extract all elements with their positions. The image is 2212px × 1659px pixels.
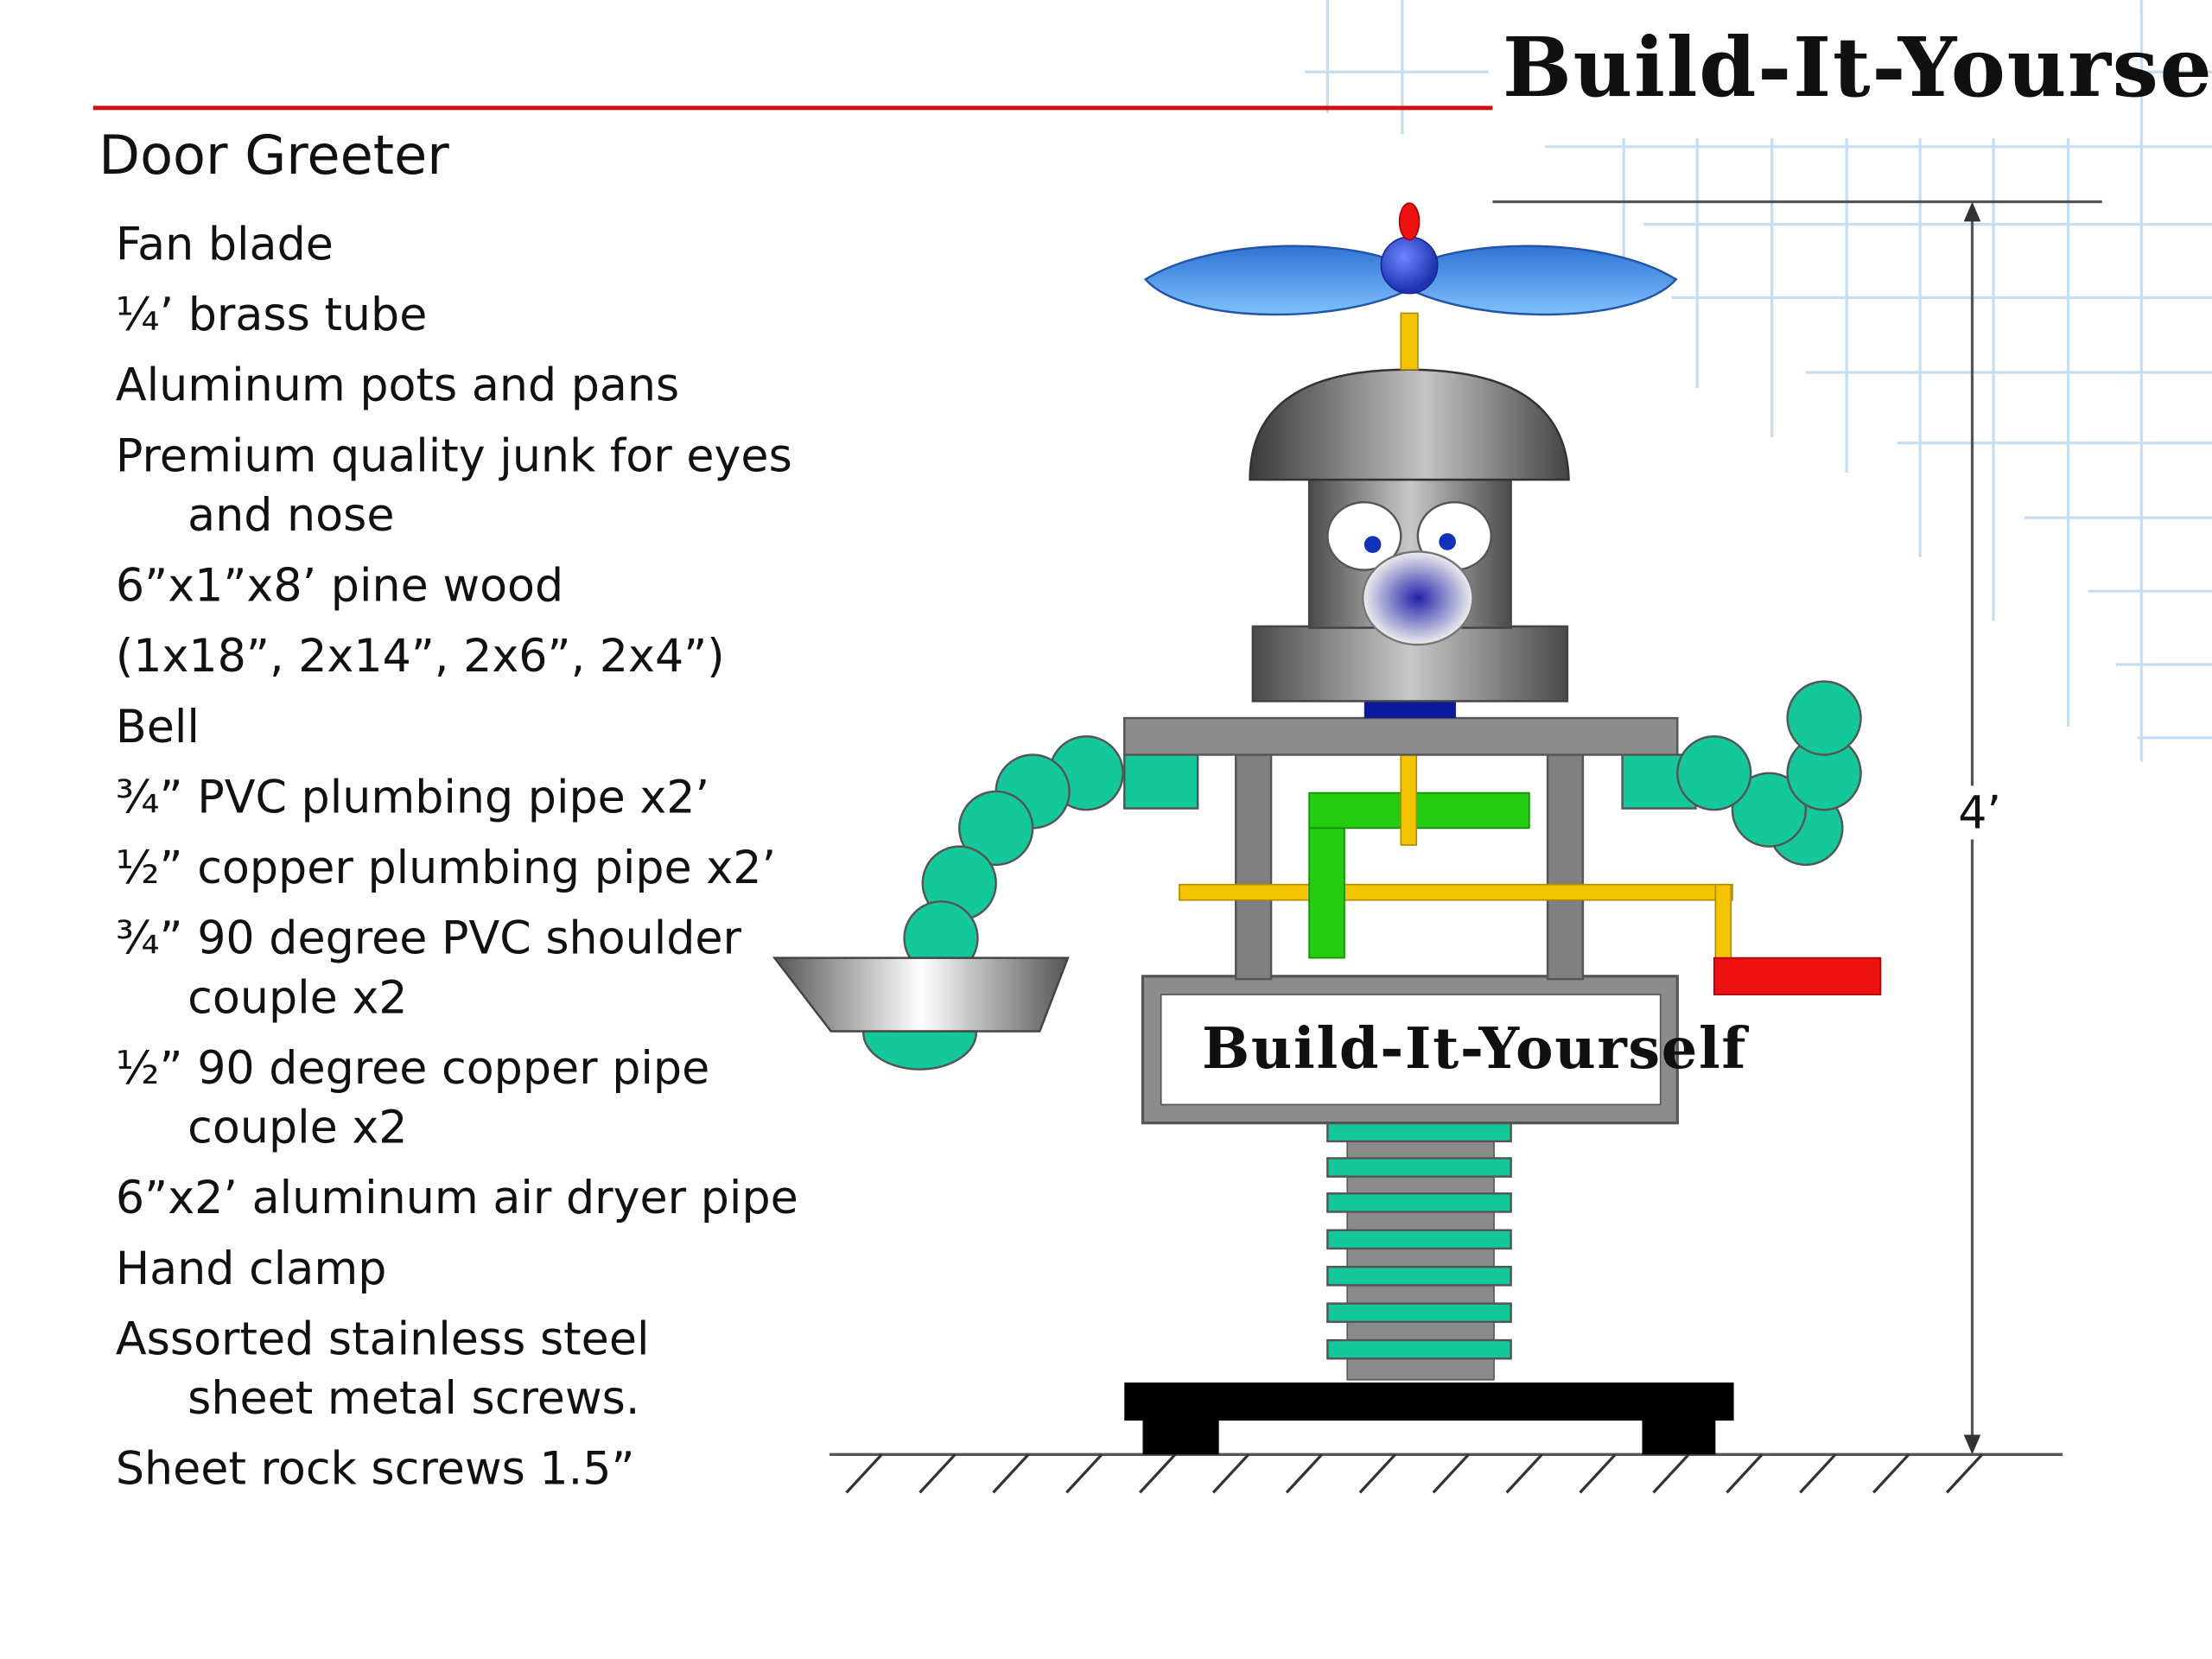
crank-handle xyxy=(1713,957,1882,995)
offering-bowl xyxy=(772,957,1070,1033)
sign-panel xyxy=(1160,994,1662,1106)
parts-list-item: Bell xyxy=(115,699,200,753)
parts-list-item: ½” 90 degree copper pipe couple x2 xyxy=(115,1040,710,1154)
parts-list-item: Sheet rock screws 1.5” xyxy=(115,1441,635,1496)
ground-line xyxy=(830,1452,2063,1494)
flex-pipe-body xyxy=(1326,1122,1512,1381)
sign-logo-text: Build-It-Yourself xyxy=(1202,1015,1748,1083)
brass-tube xyxy=(1400,312,1419,371)
parts-list-item: Hand clamp xyxy=(115,1241,387,1295)
parts-list-item: Aluminum pots and pans xyxy=(115,358,680,412)
parts-list-item: ¾” PVC plumbing pipe x2’ xyxy=(115,770,710,824)
parts-list-item: ¾” 90 degree PVC shoulder couple x2 xyxy=(115,911,742,1025)
parts-list-item: ¼’ brass tube xyxy=(115,288,428,342)
pupil-right xyxy=(1439,533,1456,550)
shoulder-plank xyxy=(1123,716,1679,756)
parts-list-item: Assorted stainless steel sheet metal scr… xyxy=(115,1312,650,1426)
hat-pan xyxy=(1249,368,1570,481)
pupil-left xyxy=(1363,536,1382,554)
bell-rod xyxy=(1400,753,1418,846)
title-rule xyxy=(92,105,1493,111)
shoulder-couple-left xyxy=(1123,753,1199,810)
green-bracket xyxy=(1308,791,1530,959)
arm-right xyxy=(1676,680,1862,867)
neck-joint xyxy=(1363,701,1456,719)
blueprint-grid-background xyxy=(1305,0,2212,762)
base-foot-right xyxy=(1642,1419,1716,1455)
base-foot-left xyxy=(1142,1419,1219,1455)
parts-list-item: Premium quality junk for eyes and nose xyxy=(115,429,792,542)
logo-backdrop xyxy=(1488,14,2140,139)
eye-left xyxy=(1326,501,1402,571)
brand-logo: Build-It-Yourself xyxy=(1502,19,2212,116)
base-board xyxy=(1124,1382,1734,1421)
parts-list-item: Fan blade xyxy=(115,217,334,271)
propeller-hub xyxy=(1380,236,1439,295)
nose xyxy=(1361,550,1474,646)
parts-list-item: ½” copper plumbing pipe x2’ xyxy=(115,841,777,895)
post-left xyxy=(1235,749,1273,981)
post-right xyxy=(1546,749,1585,981)
page-title: Door Greeter xyxy=(99,124,449,187)
parts-list-item: 6”x2’ aluminum air dryer pipe xyxy=(115,1171,798,1225)
fan-blade xyxy=(1143,245,1678,316)
parts-list-item: 6”x1”x8’ pine wood xyxy=(115,558,564,613)
propeller-tip xyxy=(1398,202,1421,241)
height-label: 4’ xyxy=(1955,785,2005,840)
parts-list-item: (1x18”, 2x14”, 2x6”, 2x4”) xyxy=(115,629,725,683)
